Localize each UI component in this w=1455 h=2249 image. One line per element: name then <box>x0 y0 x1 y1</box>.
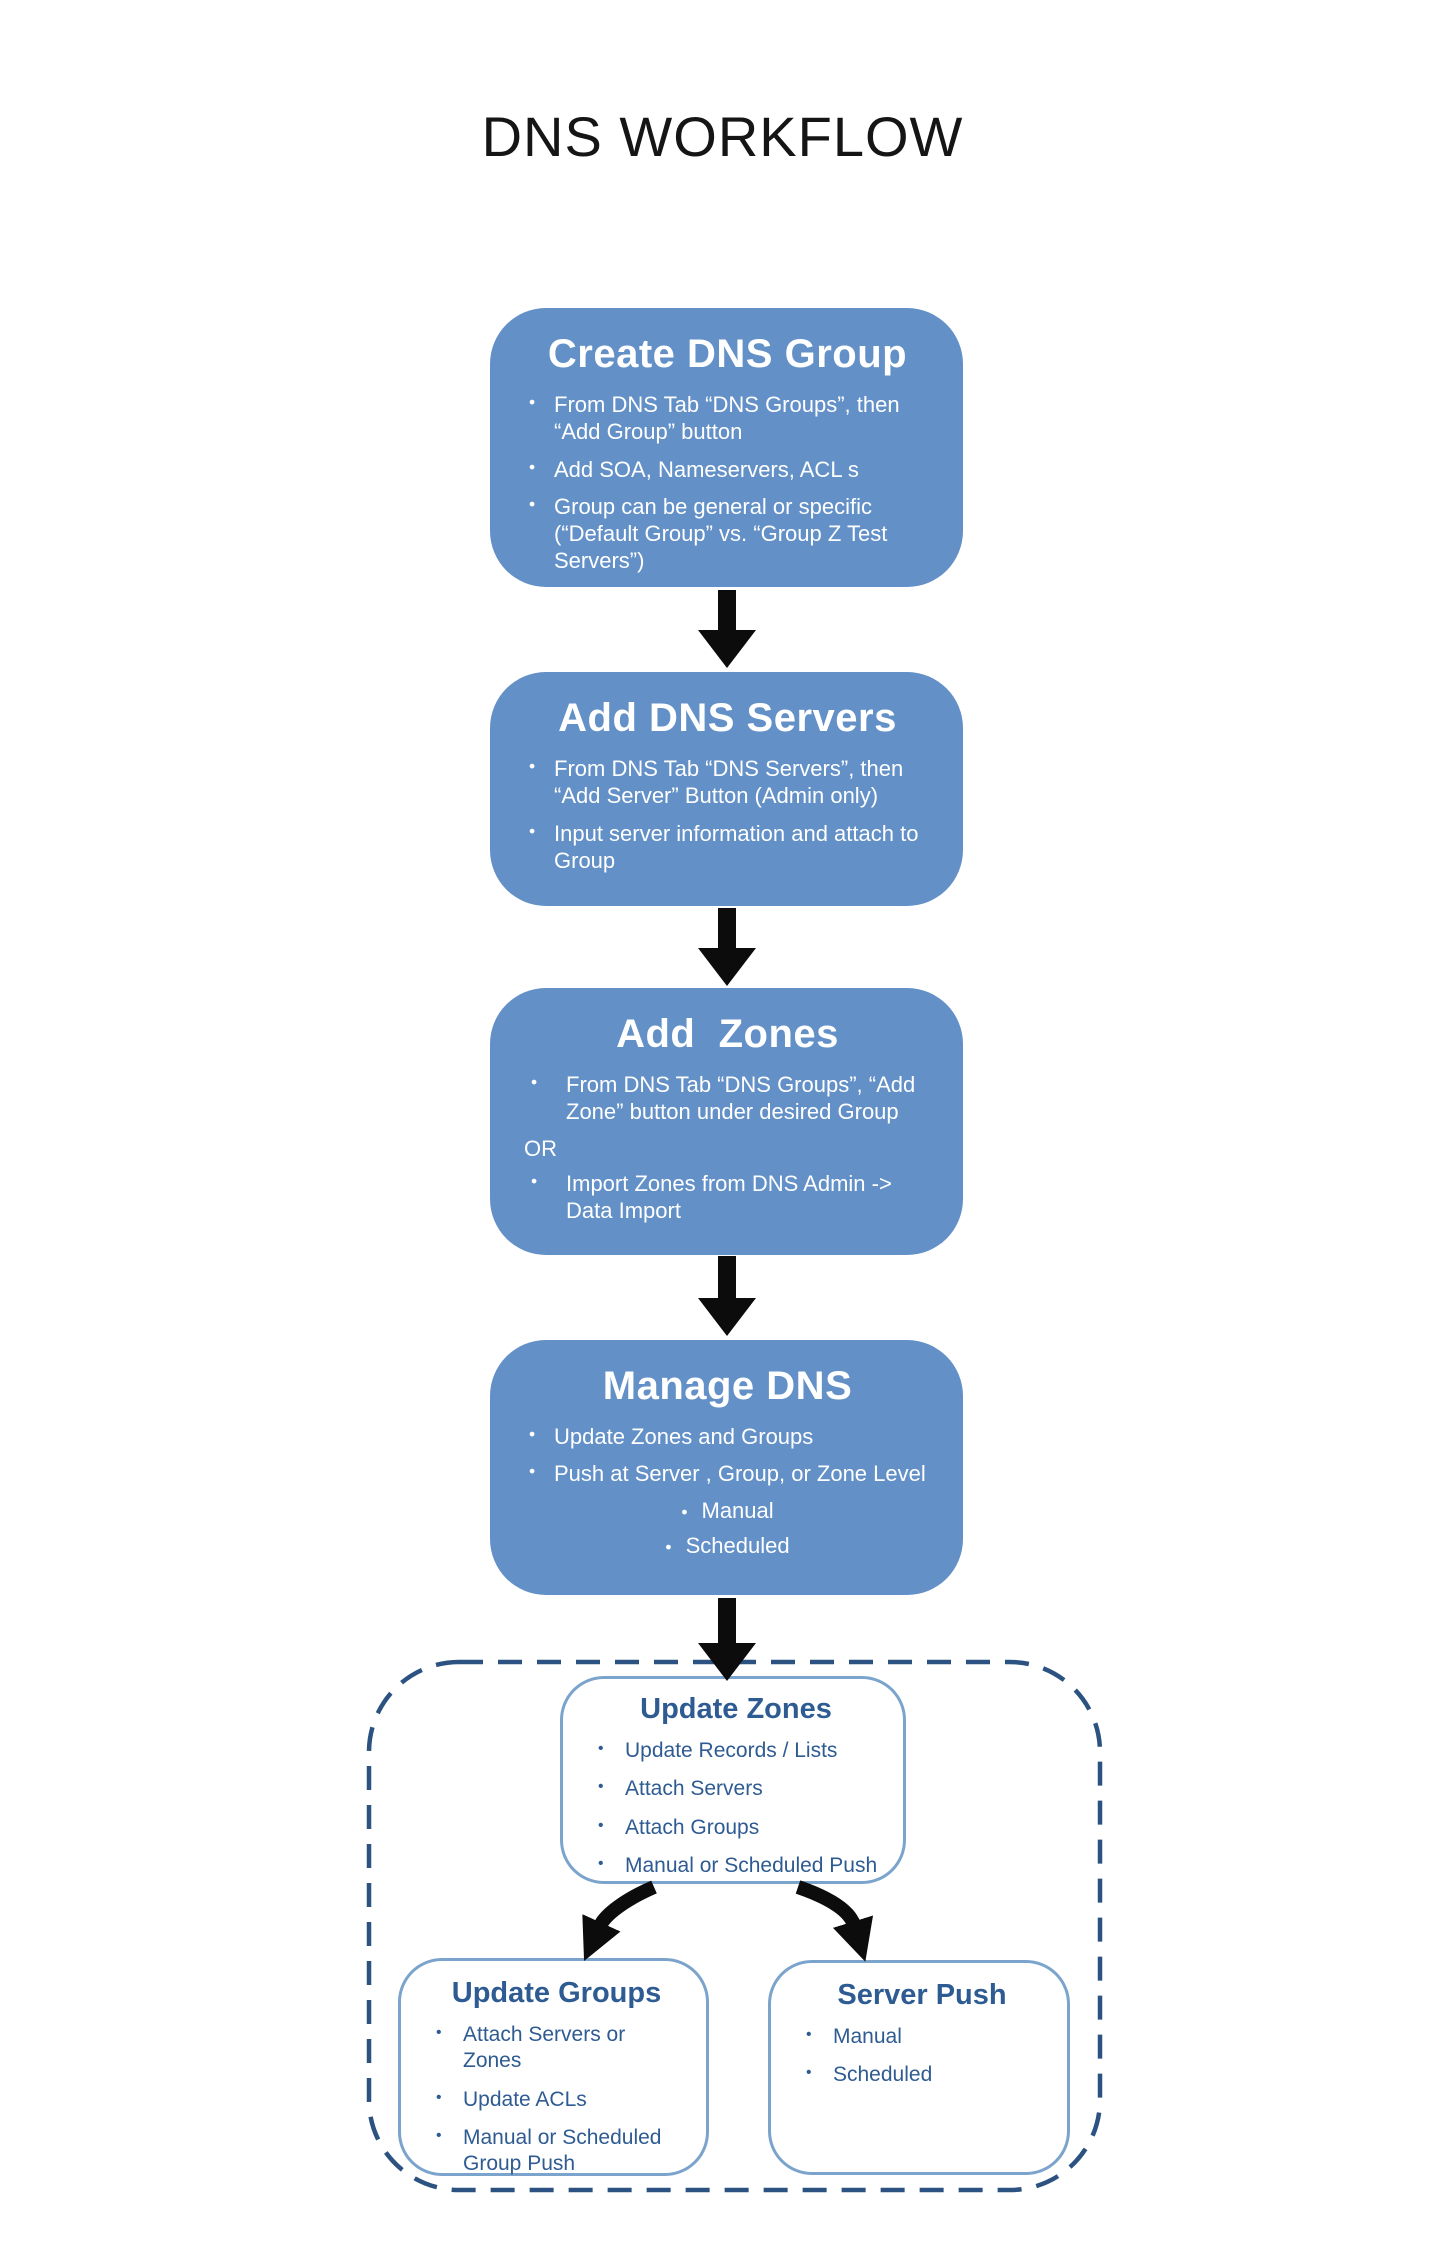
step-title-add-dns-servers: Add DNS Servers <box>558 696 897 740</box>
detail-bullet-list: Attach Servers or Zones Update ACLs Manu… <box>427 2022 686 2177</box>
bullet-item: Update Records / Lists <box>589 1738 883 1764</box>
or-label: OR <box>524 1135 557 1161</box>
flow-arrow-zones-to-manage <box>698 1256 756 1336</box>
detail-box-server-push: Server Push Manual Scheduled <box>768 1960 1070 2175</box>
bullet-item: Update Zones and Groups <box>524 1423 931 1450</box>
bullet-item: Input server information and attach to G… <box>524 820 931 875</box>
flow-arrow-create-to-servers <box>698 590 756 668</box>
detail-bullet-list: Manual Scheduled <box>797 2024 1047 2089</box>
detail-title-server-push: Server Push <box>837 1979 1007 2011</box>
step-bullet-list: From DNS Tab “DNS Groups”, then “Add Gro… <box>524 391 931 575</box>
bullet-item: From DNS Tab “DNS Groups”, then “Add Gro… <box>524 391 931 446</box>
bullet-item: Manual <box>797 2024 1047 2050</box>
step-bullet-list: Update Zones and Groups Push at Server ,… <box>524 1423 931 1488</box>
bullet-item: Attach Groups <box>589 1815 883 1841</box>
bullet-item: Group can be general or specific (“Defau… <box>524 493 931 575</box>
step-bullet-list: From DNS Tab “DNS Servers”, then “Add Se… <box>524 755 931 874</box>
sub-bullet-item: Manual <box>524 1498 931 1524</box>
bullet-item: Update ACLs <box>427 2087 686 2113</box>
detail-box-update-groups: Update Groups Attach Servers or Zones Up… <box>398 1958 709 2176</box>
detail-bullet-list: Update Records / Lists Attach Servers At… <box>589 1738 883 1879</box>
bullet-item: Attach Servers <box>589 1776 883 1802</box>
bullet-item: Add SOA, Nameservers, ACL s <box>524 456 931 483</box>
bullet-item: Manual or Scheduled Push <box>589 1853 883 1879</box>
bullet-item: Push at Server , Group, or Zone Level <box>524 1460 931 1487</box>
detail-title-update-zones: Update Zones <box>640 1693 832 1725</box>
step-box-add-zones: Add Zones From DNS Tab “DNS Groups”, “Ad… <box>490 988 963 1255</box>
flow-arrow-servers-to-zones <box>698 908 756 986</box>
bullet-item: Attach Servers or Zones <box>427 2022 686 2075</box>
step-sub-bullet-list: Manual Scheduled <box>524 1498 931 1559</box>
step-bullet-list: Import Zones from DNS Admin -> Data Impo… <box>524 1170 931 1225</box>
detail-title-update-groups: Update Groups <box>451 1977 662 2009</box>
bullet-item: Manual or Scheduled Group Push <box>427 2125 686 2178</box>
step-box-create-dns-group: Create DNS Group From DNS Tab “DNS Group… <box>490 308 963 587</box>
bullet-item: From DNS Tab “DNS Servers”, then “Add Se… <box>524 755 931 810</box>
step-title-create-dns-group: Create DNS Group <box>547 332 908 376</box>
step-box-add-dns-servers: Add DNS Servers From DNS Tab “DNS Server… <box>490 672 963 906</box>
curved-arrow-to-update-groups <box>582 1880 657 1962</box>
bullet-item: Scheduled <box>797 2062 1047 2088</box>
curved-arrow-to-server-push <box>795 1880 874 1962</box>
page-title: DNS WORKFLOW <box>481 105 964 168</box>
bullet-item: From DNS Tab “DNS Groups”, “Add Zone” bu… <box>524 1071 931 1126</box>
detail-box-update-zones: Update Zones Update Records / Lists Atta… <box>560 1676 906 1884</box>
step-title-add-zones: Add Zones <box>616 1012 839 1056</box>
step-box-manage-dns: Manage DNS Update Zones and Groups Push … <box>490 1340 963 1595</box>
sub-bullet-item: Scheduled <box>524 1533 931 1559</box>
step-bullet-list: From DNS Tab “DNS Groups”, “Add Zone” bu… <box>524 1071 931 1126</box>
bullet-item: Import Zones from DNS Admin -> Data Impo… <box>524 1170 931 1225</box>
flow-arrow-manage-to-update-zones <box>698 1598 756 1681</box>
step-title-manage-dns: Manage DNS <box>602 1364 853 1408</box>
